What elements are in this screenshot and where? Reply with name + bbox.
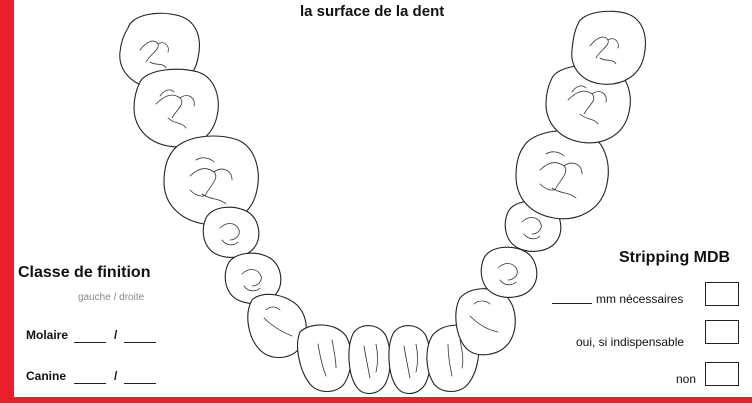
mm-necessaires-field[interactable] [552, 303, 592, 304]
mm-necessaires-checkbox[interactable] [705, 282, 739, 306]
molaire-separator: / [114, 328, 117, 342]
tooth-left-premolar-2 [203, 207, 259, 257]
stripping-mdb-title: Stripping MDB [619, 249, 730, 267]
canine-label: Canine [26, 369, 66, 383]
tooth-left-incisor-central [349, 326, 390, 394]
non-checkbox[interactable] [705, 362, 739, 386]
mm-necessaires-label: mm nécessaires [596, 292, 683, 306]
oui-si-indispensable-checkbox[interactable] [705, 320, 739, 344]
canine-right-field[interactable] [124, 383, 156, 384]
molaire-left-field[interactable] [74, 342, 106, 343]
molaire-label: Molaire [26, 328, 68, 342]
tooth-right-premolar-1 [481, 247, 537, 297]
tooth-right-canine [456, 289, 515, 355]
tooth-left-incisor-lateral [298, 325, 351, 392]
canine-left-field[interactable] [74, 383, 106, 384]
tooth-right-molar-3 [572, 11, 646, 84]
oui-si-indispensable-label: oui, si indispensable [576, 335, 684, 349]
classe-subtitle: gauche / droite [78, 292, 144, 303]
canine-separator: / [114, 369, 117, 383]
classe-de-finition-title: Classe de finition [18, 264, 150, 282]
tooth-right-molar-1 [516, 130, 608, 218]
molaire-right-field[interactable] [124, 342, 156, 343]
non-label: non [676, 372, 696, 386]
tooth-right-incisor-central [389, 326, 430, 394]
tooth-left-molar-2 [134, 69, 218, 147]
